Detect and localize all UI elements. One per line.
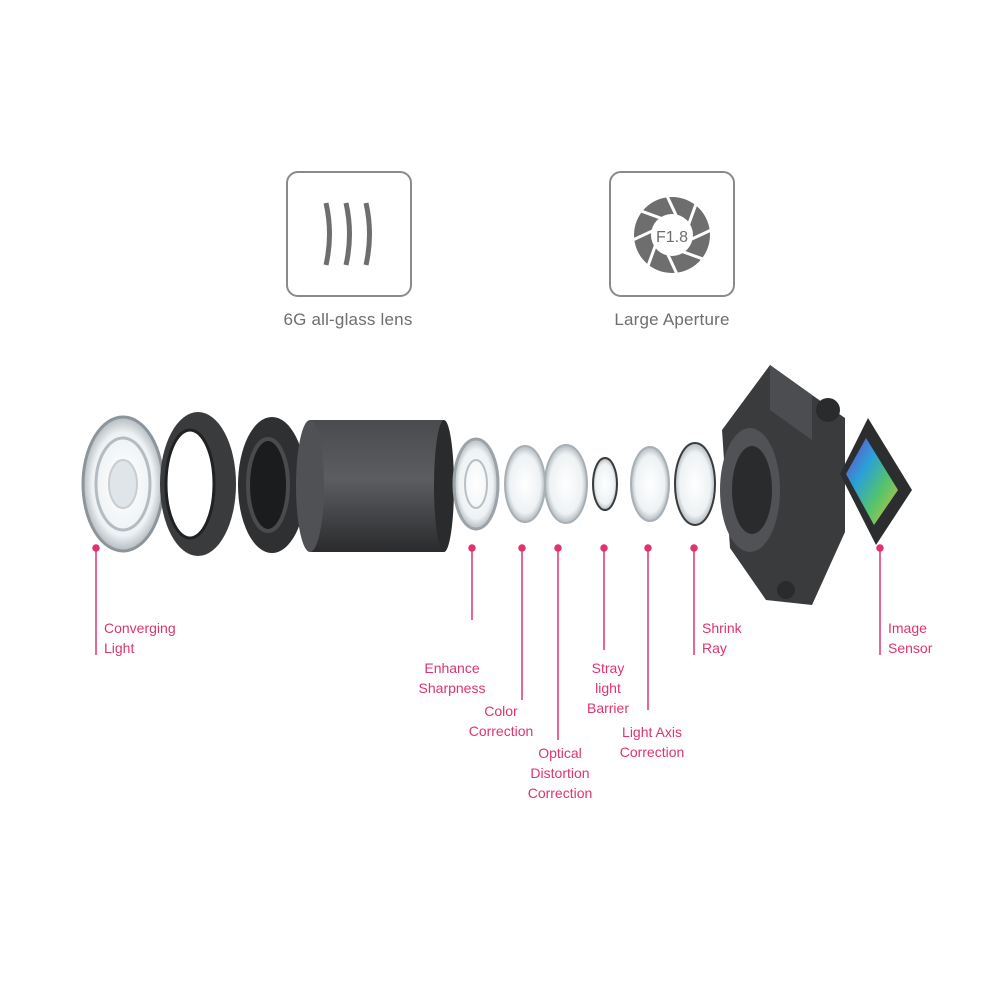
callout-enhance-sharpness: Enhance Sharpness [418, 660, 486, 696]
lens-element-enhance-sharpness [452, 437, 500, 531]
converging-lens [81, 415, 165, 553]
callout-optical-distortion-correction: Optical Distortion Correction [527, 745, 593, 801]
callout-light-axis-correction: Light Axis Correction [619, 724, 685, 760]
leader-shrink-ray [690, 544, 698, 655]
leader-converging-light [92, 544, 100, 655]
lens-elements-icon [323, 202, 372, 266]
lens-element-color-correction [504, 445, 546, 523]
lens-element-shrink-ray [674, 442, 716, 526]
callout-converging-light: Converging Light [104, 620, 176, 656]
aperture-icon: F1.8 [630, 193, 714, 277]
leader-stray-light [600, 544, 608, 650]
leader-color-correction [518, 544, 526, 700]
leader-optical-distortion [554, 544, 562, 740]
feature-card-glass-lens [286, 171, 412, 297]
leader-enhance-sharpness [468, 544, 476, 620]
threaded-ring [238, 417, 306, 553]
feature-label-glass-lens: 6G all-glass lens [283, 310, 413, 329]
lens-element-optical-distortion [544, 444, 588, 524]
lens-mount-holder [720, 365, 845, 605]
image-sensor [840, 418, 912, 545]
aperture-value: F1.8 [656, 229, 688, 246]
leader-image-sensor [876, 544, 884, 655]
callout-stray-light-barrier: Stray light Barrier [586, 660, 629, 716]
callout-color-correction: Color Correction [468, 703, 534, 739]
feature-label-aperture: Large Aperture [614, 310, 730, 329]
lens-barrel [296, 420, 454, 552]
lens-element-stray-light-barrier [592, 457, 618, 511]
retaining-ring [160, 412, 236, 556]
leader-light-axis [644, 544, 652, 710]
callout-shrink-ray: Shrink Ray [702, 620, 742, 656]
feature-card-aperture: F1.8 [609, 171, 735, 297]
callout-image-sensor: Image Sensor [888, 620, 933, 656]
lens-element-light-axis [630, 446, 670, 522]
